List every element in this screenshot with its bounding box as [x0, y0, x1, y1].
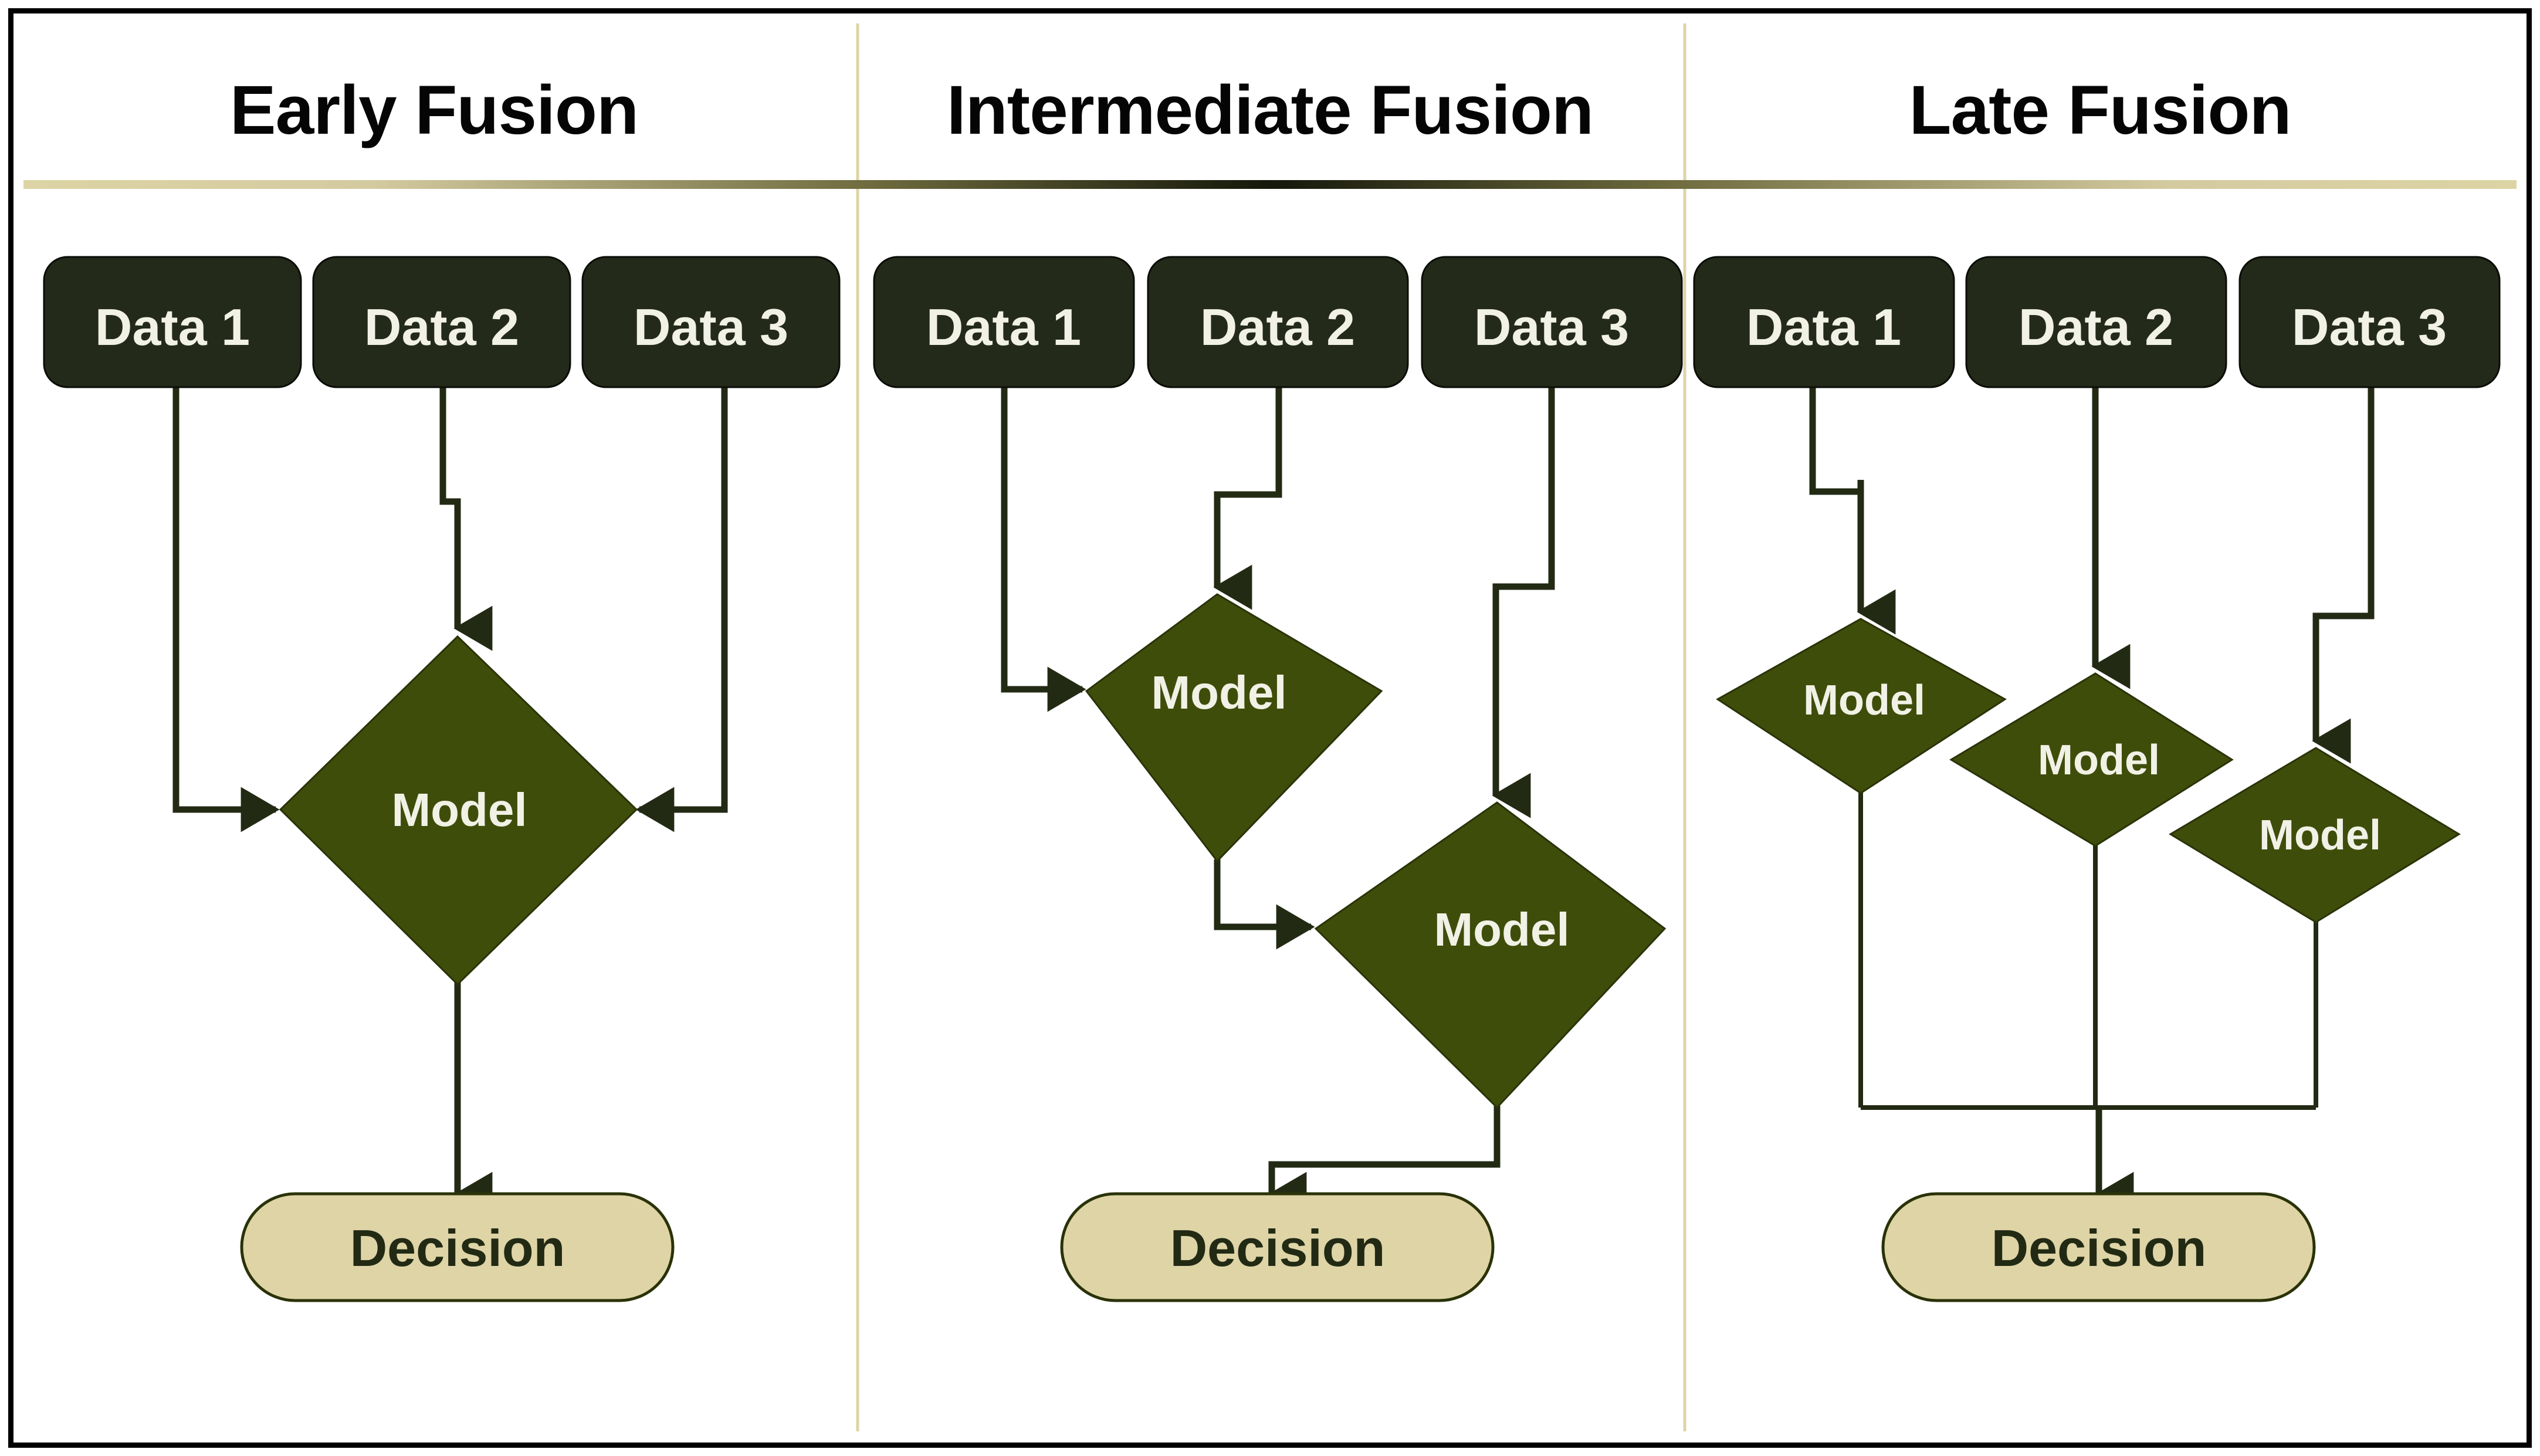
model-diamond-shape[interactable]	[2169, 747, 2461, 923]
data-box-late-2[interactable]: Data 2	[1965, 256, 2227, 388]
edge-data1-to-model1	[1001, 384, 1086, 712]
data-box-label: Data 2	[1200, 298, 1355, 356]
panel-title-intermediate-fusion: Intermediate Fusion	[947, 72, 1593, 149]
intermediate-fusion-connectors	[1001, 384, 1555, 1217]
data-box-label: Data 1	[1746, 298, 1901, 356]
data-box-label: Data 1	[926, 298, 1081, 356]
late-fusion-connectors	[1809, 384, 2375, 1217]
data-box-label: Data 3	[634, 298, 788, 356]
data-box-label: Data 3	[1474, 298, 1629, 356]
data-box-label: Data 1	[95, 298, 250, 356]
decision-pill-early[interactable]: Decision	[240, 1192, 675, 1302]
decision-pill-label: Decision	[1170, 1219, 1386, 1277]
model-diamond-label: Model	[2038, 737, 2160, 784]
data-box-late-1[interactable]: Data 1	[1693, 256, 1955, 388]
decision-pill-label: Decision	[1992, 1219, 2207, 1277]
decision-pill-shape[interactable]	[240, 1192, 675, 1302]
data-box-shape[interactable]	[312, 256, 571, 388]
model-diamond-late-2[interactable]: Model	[1949, 672, 2234, 847]
data-box-label: Data 2	[364, 298, 519, 356]
model-diamond-label: Model	[2259, 812, 2381, 859]
model-diamond-late-3[interactable]: Model	[2169, 747, 2461, 923]
header-rule	[23, 180, 2517, 189]
data-box-intermediate-3[interactable]: Data 3	[1421, 256, 1683, 388]
edge-data3-to-model	[635, 384, 728, 832]
data-box-shape[interactable]	[1147, 256, 1409, 388]
header-divider-group	[23, 23, 2517, 1431]
data-box-shape[interactable]	[1965, 256, 2227, 388]
model-diamond-label: Model	[1151, 666, 1286, 719]
model-diamond-shape[interactable]	[279, 635, 638, 986]
data-box-early-1[interactable]: Data 1	[43, 256, 302, 388]
data-box-shape[interactable]	[873, 256, 1135, 388]
edge-data1-to-model	[172, 384, 280, 832]
edge-model2-to-decision	[1268, 1106, 1501, 1217]
model-diamond-label: Model	[391, 784, 527, 836]
decision-pill-intermediate[interactable]: Decision	[1060, 1192, 1495, 1302]
data-box-shape[interactable]	[2238, 256, 2501, 388]
decision-pill-shape[interactable]	[1060, 1192, 1495, 1302]
edge-data2-to-model	[439, 384, 493, 651]
panel-title-early-fusion: Early Fusion	[230, 72, 638, 149]
data-box-intermediate-1[interactable]: Data 1	[873, 256, 1135, 388]
model-diamond-shape[interactable]	[1085, 593, 1383, 863]
decision-pill-shape[interactable]	[1881, 1192, 2316, 1302]
model-diamond-shape[interactable]	[1949, 672, 2234, 847]
data-box-shape[interactable]	[43, 256, 302, 388]
panel-intermediate-fusion: Data 1 Data 2 Data 3 Model Model	[873, 256, 1683, 1302]
data-box-shape[interactable]	[581, 256, 841, 388]
edge-data1-seg1	[1809, 384, 1864, 502]
data-box-early-2[interactable]: Data 2	[312, 256, 571, 388]
data-box-label: Data 3	[2292, 298, 2447, 356]
decision-pill-label: Decision	[350, 1219, 565, 1277]
data-box-late-3[interactable]: Data 3	[2238, 256, 2501, 388]
data-box-shape[interactable]	[1693, 256, 1955, 388]
model-diamond-shape[interactable]	[1314, 801, 1667, 1109]
edge-data3-to-model3	[2312, 384, 2375, 764]
model-diamond-early-1[interactable]: Model	[279, 635, 638, 986]
model-diamond-intermediate-2[interactable]: Model	[1314, 801, 1667, 1109]
early-fusion-connectors	[172, 384, 728, 1217]
decision-pill-late[interactable]: Decision	[1881, 1192, 2316, 1302]
panel-title-late-fusion: Late Fusion	[1909, 72, 2291, 149]
data-box-shape[interactable]	[1421, 256, 1683, 388]
model-diamond-intermediate-1[interactable]: Model	[1085, 593, 1383, 863]
data-box-intermediate-2[interactable]: Data 2	[1147, 256, 1409, 388]
model-diamond-late-1[interactable]: Model	[1716, 618, 2007, 794]
model-diamond-label: Model	[1434, 903, 1569, 956]
data-box-label: Data 2	[2019, 298, 2173, 356]
panel-early-fusion: Data 1 Data 2 Data 3 Model Decision	[43, 256, 841, 1302]
panel-late-fusion: Data 1 Data 2 Data 3 Model Model Mode	[1693, 256, 2501, 1302]
edge-data2-to-model1	[1213, 384, 1282, 610]
data-box-early-3[interactable]: Data 3	[581, 256, 841, 388]
model-diamond-label: Model	[1803, 677, 1925, 724]
edge-data3-to-model2	[1492, 384, 1555, 818]
edge-model1-to-model2	[1214, 859, 1315, 950]
model-diamond-shape[interactable]	[1716, 618, 2007, 794]
